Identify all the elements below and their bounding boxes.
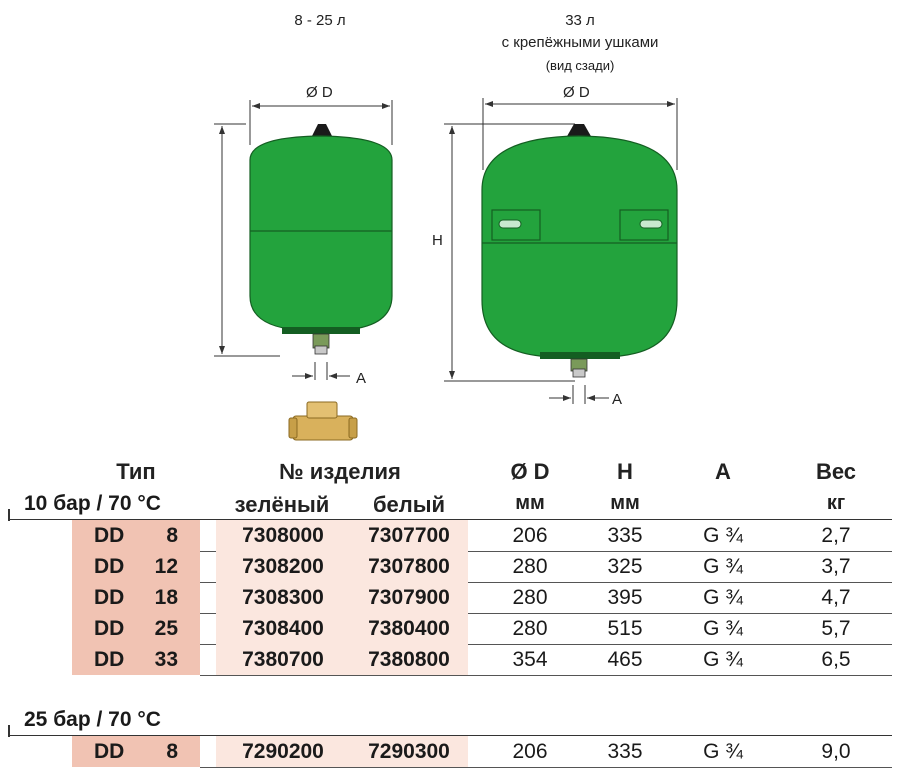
cell-connection: G ¾: [703, 648, 743, 671]
right-diameter-label: Ø D: [563, 84, 590, 101]
cell-weight: 4,7: [821, 586, 851, 609]
cell-weight: 6,5: [821, 648, 851, 671]
left-diameter-label: Ø D: [306, 84, 333, 101]
cell-green-code: 7308200: [216, 551, 350, 582]
cell-size: 18: [142, 582, 200, 613]
header-diameter: Ø D: [510, 459, 550, 484]
cell-model: DD: [72, 551, 142, 582]
cell-height: 395: [607, 586, 643, 609]
cell-connection: G ¾: [703, 524, 743, 547]
cell-weight: 2,7: [821, 524, 851, 547]
cell-size: 8: [142, 736, 200, 767]
cell-size: 12: [142, 551, 200, 582]
cell-height: 325: [607, 555, 643, 578]
row-divider: [200, 644, 892, 645]
cell-diameter: 280: [512, 555, 548, 578]
cell-diameter: 280: [512, 617, 548, 640]
right-tank-caption-volume: 33 л: [565, 12, 595, 29]
cell-model: DD: [72, 613, 142, 644]
cell-height: 335: [607, 524, 643, 547]
cell-diameter: 206: [512, 524, 548, 547]
cell-diameter: 206: [512, 740, 548, 763]
left-connection-label: A: [356, 370, 367, 387]
cell-model: DD: [72, 520, 142, 551]
cell-green-code: 7380700: [216, 644, 350, 675]
brass-tee-fitting: [288, 401, 358, 441]
header-item-number: № изделия: [279, 459, 401, 484]
cell-green-code: 7290200: [216, 736, 350, 767]
cell-height: 515: [607, 617, 643, 640]
cell-weight: 9,0: [821, 740, 851, 763]
cell-white-code: 7307800: [350, 551, 468, 582]
header-height: H: [617, 459, 633, 484]
cell-height: 335: [607, 740, 643, 763]
cell-size: 25: [142, 613, 200, 644]
cell-connection: G ¾: [703, 617, 743, 640]
cell-diameter: 354: [512, 648, 548, 671]
cell-white-code: 7290300: [350, 736, 468, 767]
right-connection-label: A: [612, 391, 623, 408]
cell-green-code: 7308300: [216, 582, 350, 613]
cell-weight: 5,7: [821, 617, 851, 640]
group-10bar-title: 10 бар / 70 °C: [24, 492, 161, 515]
left-tank: [214, 100, 393, 441]
row-divider: [200, 551, 892, 552]
cell-model: DD: [72, 582, 142, 613]
row-divider: [200, 613, 892, 614]
row-divider: [200, 582, 892, 583]
cell-size: 8: [142, 520, 200, 551]
header-white: белый: [372, 492, 446, 517]
left-tank-body: [249, 135, 393, 331]
cell-white-code: 7307700: [350, 520, 468, 551]
cell-connection: G ¾: [703, 586, 743, 609]
right-tank-body: [481, 135, 678, 357]
cell-connection: G ¾: [703, 740, 743, 763]
cell-weight: 3,7: [821, 555, 851, 578]
right-tank-caption-view: (вид сзади): [545, 58, 615, 73]
cell-size: 33: [142, 644, 200, 675]
cell-model: DD: [72, 736, 142, 767]
cell-green-code: 7308400: [216, 613, 350, 644]
cell-green-code: 7308000: [216, 520, 350, 551]
cell-diameter: 280: [512, 586, 548, 609]
row-divider: [200, 675, 892, 676]
cell-height: 465: [607, 648, 643, 671]
right-tank: [444, 98, 678, 404]
height-label: H: [432, 232, 443, 249]
left-tank-caption: 8 - 25 л: [294, 12, 346, 29]
header-connection: A: [715, 459, 731, 484]
group-25bar-title: 25 бар / 70 °C: [24, 708, 161, 731]
cell-model: DD: [72, 644, 142, 675]
header-type: Тип: [116, 459, 156, 484]
header-weight: Вес: [815, 459, 857, 484]
row-divider: [200, 767, 892, 768]
header-green: зелёный: [234, 492, 330, 517]
cell-connection: G ¾: [703, 555, 743, 578]
header-diameter-unit: мм: [515, 492, 545, 514]
tank-diagram: [214, 98, 678, 441]
header-weight-unit: кг: [826, 492, 846, 514]
cell-white-code: 7380800: [350, 644, 468, 675]
cell-white-code: 7307900: [350, 582, 468, 613]
cell-white-code: 7380400: [350, 613, 468, 644]
header-height-unit: мм: [610, 492, 640, 514]
right-tank-caption-ears: с крепёжными ушками: [501, 34, 659, 51]
